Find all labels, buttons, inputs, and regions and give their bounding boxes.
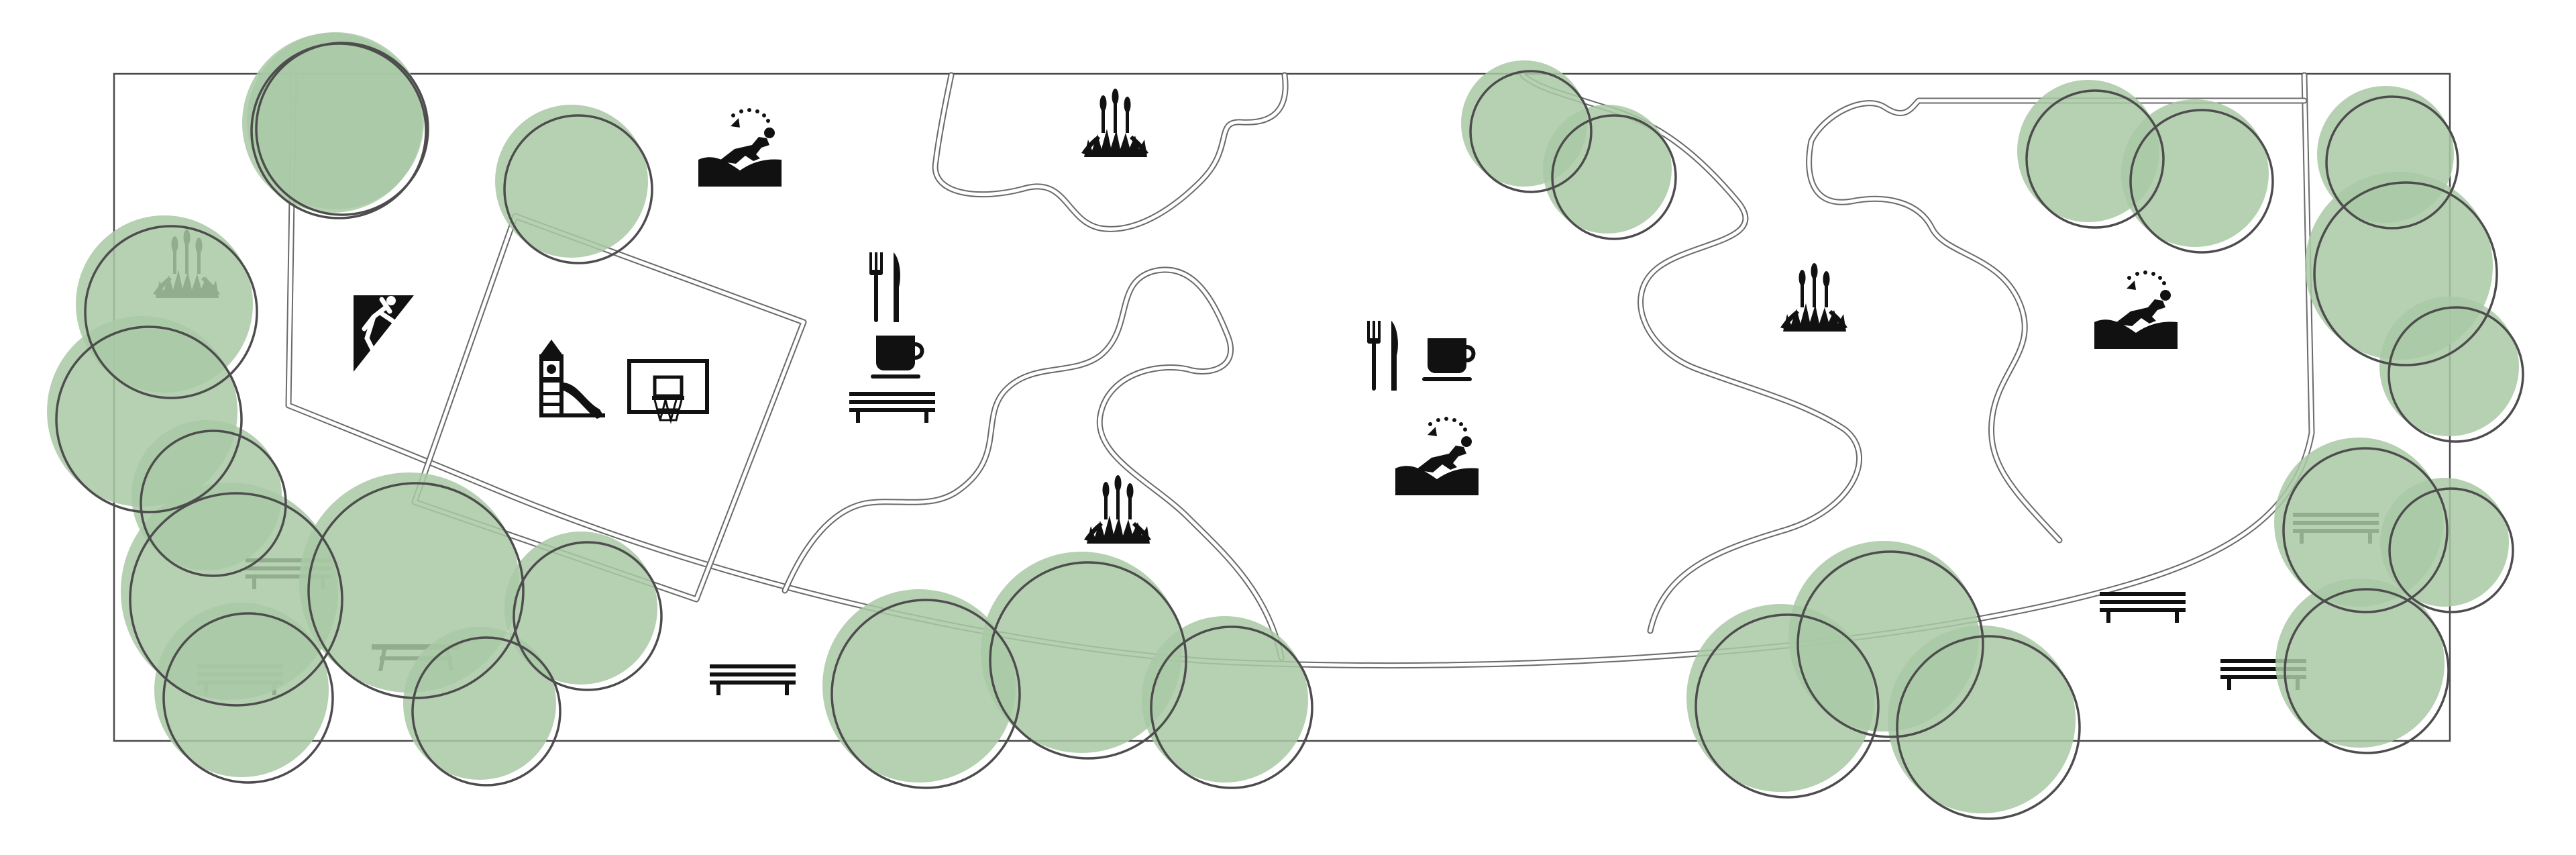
tree-outline <box>830 599 1021 789</box>
dog-park-icon <box>2094 270 2178 349</box>
reeds-icon <box>1084 475 1151 544</box>
tree-canopy <box>2121 99 2269 247</box>
tree-outline <box>84 225 258 399</box>
tree-canopy <box>2275 579 2445 748</box>
tree-outline <box>1551 114 1677 240</box>
tree-outline <box>162 612 334 784</box>
tree-canopy <box>154 603 329 777</box>
tree-outline <box>2025 89 2165 229</box>
dog-park-icon <box>698 108 782 187</box>
dining-icon <box>869 252 900 322</box>
tree-outline <box>2313 181 2498 366</box>
bench-icon <box>710 664 796 695</box>
tree-outline <box>989 561 1187 760</box>
tree-canopy <box>1543 105 1672 234</box>
bench-icon <box>2100 592 2186 623</box>
dining-icon <box>1367 321 1398 391</box>
tree-outline <box>2388 487 2514 613</box>
tree-outline <box>2325 95 2459 230</box>
tree-canopies <box>47 32 2524 820</box>
tree-outline <box>2282 447 2449 613</box>
footpaths <box>285 70 2315 669</box>
tree-outline <box>1896 635 2081 820</box>
tree-outline <box>140 430 287 577</box>
playground-icon <box>539 340 605 419</box>
reeds-icon <box>1780 263 1847 332</box>
tree-outline <box>503 114 653 264</box>
tree-canopy <box>495 105 648 258</box>
tree-outline <box>513 541 663 691</box>
tree-outline <box>2387 306 2524 443</box>
basketball-icon <box>629 361 707 420</box>
tree-outline <box>250 42 427 219</box>
tree-canopy <box>2379 297 2519 436</box>
tree-canopy <box>403 627 556 780</box>
tree-canopy <box>242 33 422 213</box>
tree-outline <box>2129 109 2274 254</box>
tree-outline <box>1695 613 1880 799</box>
bench-icon <box>849 392 935 423</box>
cafe-icon <box>871 336 924 379</box>
tree-canopy <box>1888 625 2076 813</box>
tree-canopy <box>981 552 1182 753</box>
tree-outline <box>411 636 561 787</box>
reeds-icon <box>1081 89 1148 157</box>
tree-canopy <box>504 532 657 685</box>
climbing-wall-icon <box>354 295 414 372</box>
tree-outline <box>1796 550 1984 738</box>
tree-outline <box>2284 588 2450 754</box>
dog-park-icon <box>1395 417 1479 495</box>
tree-canopy <box>2380 478 2509 607</box>
tree-outline <box>55 325 243 513</box>
tree-canopy <box>1142 616 1308 783</box>
tree-outline <box>1469 70 1593 193</box>
tree-outline <box>307 482 525 699</box>
tree-outline <box>1150 625 1313 789</box>
tree-outline <box>129 492 343 707</box>
cafe-icon <box>1422 338 1476 381</box>
tree-canopy <box>822 589 1016 783</box>
